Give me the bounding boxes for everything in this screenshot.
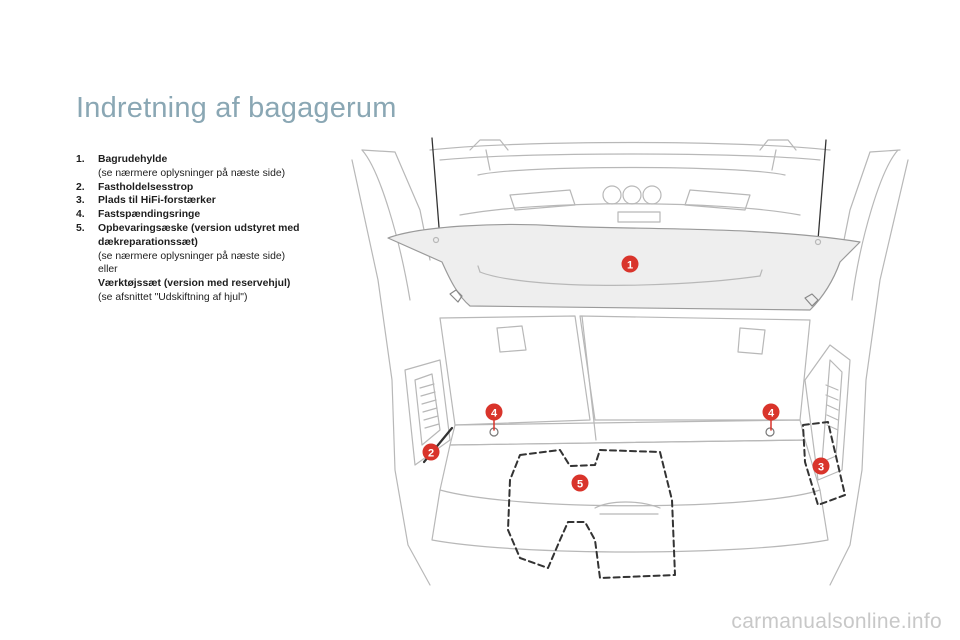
car-body-outline xyxy=(351,139,909,586)
legend-note: eller xyxy=(98,264,118,276)
legend-number: 4. xyxy=(76,209,85,221)
legend-note: (se afsnittet "Udskiftning af hjul") xyxy=(98,291,248,303)
legend-label: Bagrudehylde xyxy=(98,154,168,165)
legend-label: Plads til HiFi-forstærker xyxy=(98,195,216,207)
callout-label: 4 xyxy=(768,408,775,420)
legend-label: Fastspændingsringe xyxy=(98,209,201,221)
legend-label: Fastholdelsesstrop xyxy=(98,181,194,193)
legend-item-4: 4. Fastspændingsringe xyxy=(76,208,346,222)
callout-label: 3 xyxy=(818,462,824,474)
legend-note: (se nærmere oplysninger på næste side) xyxy=(98,167,286,179)
page-title: Indretning af bagagerum xyxy=(76,92,397,124)
dashed-storage-areas xyxy=(507,421,846,579)
parcel-shelf-strings xyxy=(431,137,827,241)
callout-1: 1 xyxy=(621,255,639,273)
legend-alt-label: Værktøjssæt (version med reservehjul) xyxy=(98,278,291,290)
tie-down-rings xyxy=(489,427,775,437)
legend-number: 1. xyxy=(76,154,85,165)
callout-label: 5 xyxy=(577,479,583,491)
legend-list: 1. Bagrudehylde (se nærmere oplysninger … xyxy=(76,153,346,305)
legend-number: 2. xyxy=(76,181,85,193)
trunk-floor xyxy=(431,439,829,553)
legend-item-3: 3. Plads til HiFi-forstærker xyxy=(76,194,346,208)
callout-label: 4 xyxy=(491,408,498,420)
legend-number: 3. xyxy=(76,195,85,207)
side-panels xyxy=(404,344,851,481)
legend-item-5: 5. Opbevaringsæske (version udstyret med… xyxy=(76,222,346,305)
legend-item-2: 2. Fastholdelsesstrop xyxy=(76,181,346,195)
watermark: carmanualsonline.info xyxy=(731,610,942,633)
trunk-illustration: 1 2 3 4 4 5 xyxy=(351,137,909,586)
callout-2: 2 xyxy=(422,443,440,461)
callout-label: 2 xyxy=(428,448,434,460)
callout-4-right: 4 xyxy=(762,403,780,431)
callout-label: 1 xyxy=(627,260,633,272)
callout-5: 5 xyxy=(571,474,589,492)
rear-seats xyxy=(439,315,811,446)
legend-item-1: 1. Bagrudehylde (se nærmere oplysninger … xyxy=(76,153,346,181)
legend-note: (se nærmere oplysninger på næste side) xyxy=(98,250,286,262)
legend-number: 5. xyxy=(76,222,85,234)
legend-label: Opbevaringsæske (version udstyret med dæ… xyxy=(98,222,300,248)
callout-4-left: 4 xyxy=(485,403,503,431)
callout-3: 3 xyxy=(812,457,830,475)
